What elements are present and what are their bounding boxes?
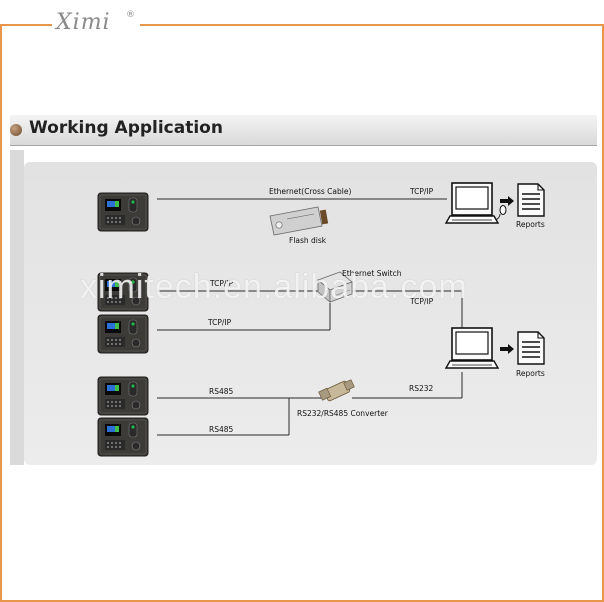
label-tcpip-device1: TCP/IP bbox=[210, 279, 234, 288]
computer-1-icon bbox=[445, 182, 499, 224]
section-bullet-icon bbox=[10, 124, 22, 136]
label-rs485-2: RS485 bbox=[209, 425, 234, 434]
connection-lines bbox=[157, 198, 501, 436]
frame-left bbox=[0, 24, 2, 602]
label-ethernet-switch: Ethernet Switch bbox=[342, 269, 402, 278]
report-document-icon-2 bbox=[517, 331, 545, 365]
arrow-right-icon-1 bbox=[500, 196, 514, 206]
frame-right bbox=[602, 24, 604, 602]
frame-top-left bbox=[0, 24, 52, 26]
label-rs232: RS232 bbox=[409, 384, 434, 393]
report-document-icon-1 bbox=[517, 183, 545, 217]
label-tcpip-device2: TCP/IP bbox=[208, 318, 232, 327]
label-tcpip-switch-pc: TCP/IP bbox=[410, 297, 434, 306]
label-converter: RS232/RS485 Converter bbox=[297, 409, 388, 418]
attendance-device-3 bbox=[97, 314, 149, 354]
attendance-device-1 bbox=[97, 192, 149, 232]
label-rs485-1: RS485 bbox=[209, 387, 234, 396]
computer-2-icon bbox=[445, 327, 499, 369]
brand-logo: Ximi bbox=[56, 10, 111, 35]
label-flash-disk: Flash disk bbox=[289, 236, 327, 245]
label-reports-1: Reports bbox=[516, 220, 545, 229]
flash-disk-icon bbox=[269, 206, 329, 236]
section-title: Working Application bbox=[29, 118, 223, 138]
rs232-rs485-converter-icon bbox=[318, 379, 355, 402]
label-reports-2: Reports bbox=[516, 369, 545, 378]
attendance-device-4 bbox=[97, 376, 149, 416]
label-tcpip-top: TCP/IP bbox=[410, 187, 434, 196]
section-header-bar bbox=[10, 115, 597, 146]
frame-top-right bbox=[140, 24, 604, 26]
arrow-right-icon-2 bbox=[500, 344, 514, 354]
panel-left-strip bbox=[10, 150, 24, 465]
mouse-icon bbox=[499, 205, 507, 215]
frame-bottom bbox=[0, 600, 604, 602]
ethernet-switch-icon bbox=[317, 271, 353, 303]
attendance-device-5 bbox=[97, 417, 149, 457]
label-ethernet-cross-cable: Ethernet(Cross Cable) bbox=[269, 187, 352, 196]
watermark-text: ximitech.en.alibaba.com bbox=[80, 268, 468, 306]
registered-mark: ® bbox=[126, 10, 135, 20]
